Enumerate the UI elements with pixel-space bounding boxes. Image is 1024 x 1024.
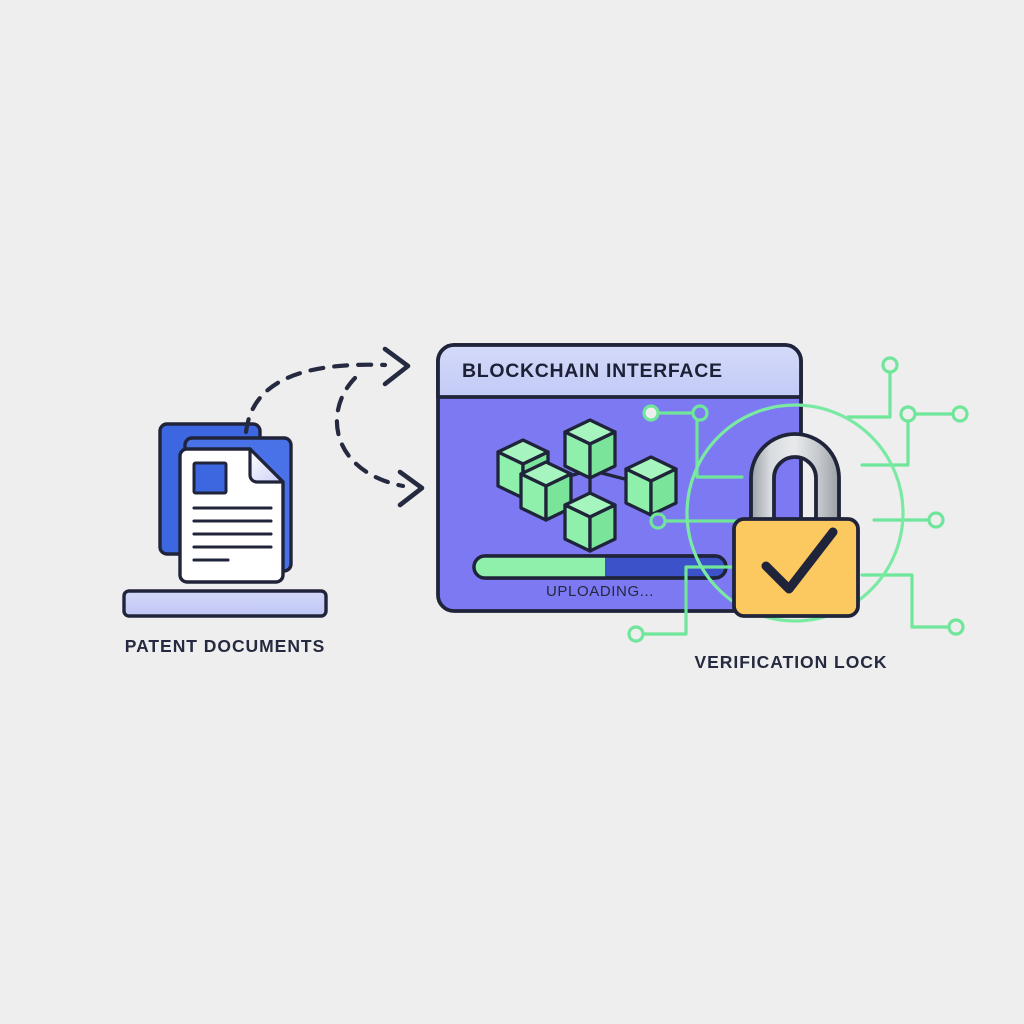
arrow-upper-head [382, 346, 411, 387]
circuit-traces [627, 356, 969, 643]
flow-arrows [243, 346, 425, 508]
blockchain-cube-cluster [496, 418, 678, 553]
circuit-trace-right-mid-upper [860, 418, 910, 467]
circuit-node-icon-6 [899, 405, 917, 423]
document-fold-corner [248, 447, 285, 484]
arrow-lower-path [334, 375, 406, 489]
progress-fill [474, 556, 605, 578]
cube-left-lower [519, 460, 573, 522]
cube-bottom [563, 491, 617, 553]
patent-documents-group[interactable] [122, 422, 328, 618]
circuit-node-icon-3 [649, 512, 667, 530]
cube-right [624, 455, 678, 517]
upload-progress-bar[interactable] [472, 554, 728, 580]
verification-circle [685, 403, 905, 623]
verification-lock-label: VERIFICATION LOCK [694, 652, 888, 672]
circuit-trace-right-upper [846, 367, 892, 419]
document-thumbnail [192, 461, 228, 495]
circuit-trace-left-top [653, 411, 744, 479]
arrow-lower-head [397, 469, 425, 508]
arrow-upper-path [243, 362, 388, 435]
circuit-node-icon-5 [881, 356, 899, 374]
circuit-trace-right-lower [860, 573, 952, 629]
lock-check-icon [761, 527, 838, 594]
circuit-trace-left-bottom [639, 565, 744, 636]
lock-shackle [749, 432, 841, 526]
circuit-node-icon-9 [947, 618, 965, 636]
circuit-node-icon-1 [642, 404, 660, 422]
circuit-node-icon-7 [951, 405, 969, 423]
documents-platform [122, 589, 328, 618]
cube-top [563, 418, 617, 480]
document-text-lines [192, 506, 273, 562]
blockchain-interface-panel[interactable] [436, 343, 803, 613]
lock-body [732, 517, 860, 618]
panel-title: BLOCKCHAIN INTERFACE [462, 360, 723, 382]
patent-documents-label: PATENT DOCUMENTS [124, 636, 326, 656]
verification-lock-group[interactable] [732, 432, 860, 618]
circuit-node-icon-2 [691, 404, 709, 422]
circuit-node-icon-4 [627, 625, 645, 643]
panel-titlebar [436, 343, 803, 399]
circuit-node-icon-8 [927, 511, 945, 529]
upload-status-text: UPLOADING... [545, 583, 655, 600]
